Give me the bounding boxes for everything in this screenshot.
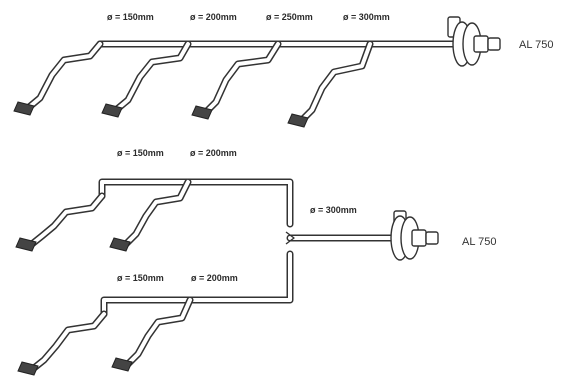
suction-arm-1 <box>13 40 104 116</box>
fan-unit-al750 <box>447 16 501 67</box>
duct-label-250: ø = 250mm <box>266 12 313 22</box>
suction-arm-4 <box>287 40 374 128</box>
suction-arm-lower-2 <box>111 296 194 372</box>
fan-unit-al750-2 <box>390 210 439 261</box>
suction-arm-upper-1 <box>15 192 106 252</box>
linear-duct-system: ø = 150mm ø = 200mm ø = 250mm ø = 300mm … <box>13 12 553 128</box>
lower-branch-label-150: ø = 150mm <box>117 273 164 283</box>
upper-branch-label-150: ø = 150mm <box>117 148 164 158</box>
lower-branch-label-200: ø = 200mm <box>191 273 238 283</box>
unit-label: AL 750 <box>519 39 553 51</box>
suction-arm-2 <box>101 40 192 118</box>
upper-branch-label-200: ø = 200mm <box>190 148 237 158</box>
duct-label-200: ø = 200mm <box>190 12 237 22</box>
suction-arm-lower-1 <box>17 310 108 376</box>
suction-arm-upper-2 <box>109 178 192 252</box>
duct-label-150: ø = 150mm <box>107 12 154 22</box>
unit-label-2: AL 750 <box>462 236 496 248</box>
branched-duct-system: ø = 150mm ø = 200mm ø = 300mm ø = 150mm … <box>15 148 496 376</box>
main-duct-label-300: ø = 300mm <box>310 205 357 215</box>
suction-arm-3 <box>191 40 282 120</box>
duct-label-300: ø = 300mm <box>343 12 390 22</box>
